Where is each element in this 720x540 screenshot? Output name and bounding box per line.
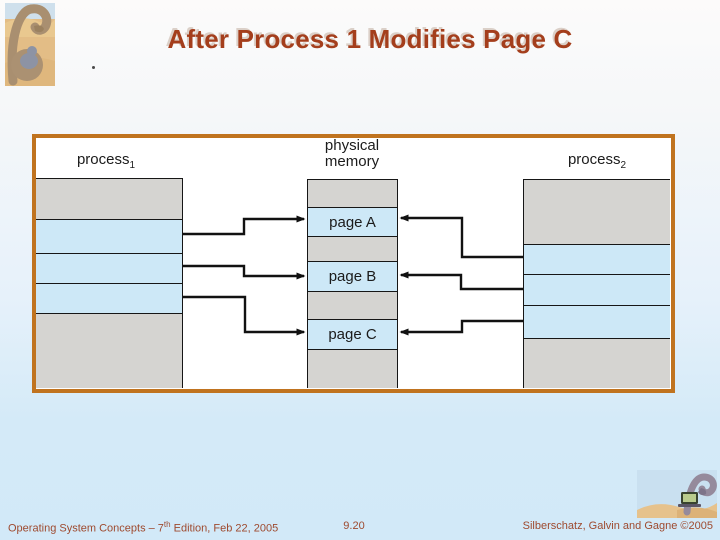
arrow-process2-to-pageA: [399, 214, 523, 259]
process1-label: process1: [46, 152, 166, 174]
frame-page-a: page A: [308, 207, 397, 236]
process2-label-text: process: [567, 151, 621, 168]
process1-label-subscript: 1: [129, 160, 136, 171]
frame-page-c: page C: [308, 319, 397, 349]
physical-memory-label-line1: physical: [324, 137, 380, 154]
footer-book-title: Operating System Concepts – 7th Edition,…: [8, 520, 278, 535]
process2-label-subscript: 2: [620, 160, 627, 171]
slide-footer: Operating System Concepts – 7th Edition,…: [0, 518, 720, 536]
physical-memory-stack: page A page B page C: [307, 179, 398, 388]
memory-block: [308, 291, 397, 319]
dinosaur-logo-top-left: [5, 3, 55, 86]
process2-label: process2: [537, 152, 657, 174]
footer-authors: Silberschatz, Galvin and Gagne ©2005: [522, 520, 713, 532]
page-title: After Process 1 Modifies Page C: [167, 24, 573, 54]
physical-memory-label: physical memory: [292, 138, 412, 170]
memory-block: [524, 180, 670, 244]
memory-block: [36, 313, 182, 388]
memory-block: [36, 283, 182, 313]
arrow-process1-to-pageC: [183, 295, 306, 336]
process1-label-text: process: [76, 151, 130, 168]
arrow-process1-to-pageB: [183, 264, 306, 280]
arrow-process2-to-pageB: [399, 271, 523, 291]
dinosaur-logo-art: [5, 3, 55, 86]
memory-block: [524, 274, 670, 305]
dinosaur-logo-bottom-right: [637, 470, 717, 518]
process2-page-stack: [523, 179, 670, 388]
copy-on-write-diagram: process1 physical memory process2 page A…: [32, 134, 675, 393]
memory-block: [308, 236, 397, 261]
footer-book-title-pre: Operating System Concepts – 7: [8, 522, 164, 535]
memory-block: [36, 179, 182, 219]
frame-label: page C: [328, 326, 377, 343]
memory-block: [36, 253, 182, 283]
footer-book-title-post: Edition, Feb 22, 2005: [170, 522, 279, 535]
memory-block: [36, 219, 182, 253]
frame-page-b: page B: [308, 261, 397, 291]
stray-bullet-dot: [92, 66, 95, 69]
frame-label: page B: [328, 268, 377, 285]
dinosaur-laptop-art: [637, 470, 717, 518]
memory-block: [524, 305, 670, 338]
physical-memory-label-line2: memory: [324, 153, 380, 170]
memory-block: [524, 244, 670, 274]
footer-book-title-sup: th: [163, 520, 171, 529]
arrow-process2-to-pageC: [399, 319, 523, 336]
process1-page-stack: [36, 178, 183, 388]
memory-block: [308, 349, 397, 388]
arrow-process1-to-pageA: [183, 215, 306, 236]
footer-page-number: 9.20: [343, 520, 365, 532]
frame-label: page A: [329, 213, 376, 231]
memory-block: [308, 180, 397, 207]
memory-block: [524, 338, 670, 388]
